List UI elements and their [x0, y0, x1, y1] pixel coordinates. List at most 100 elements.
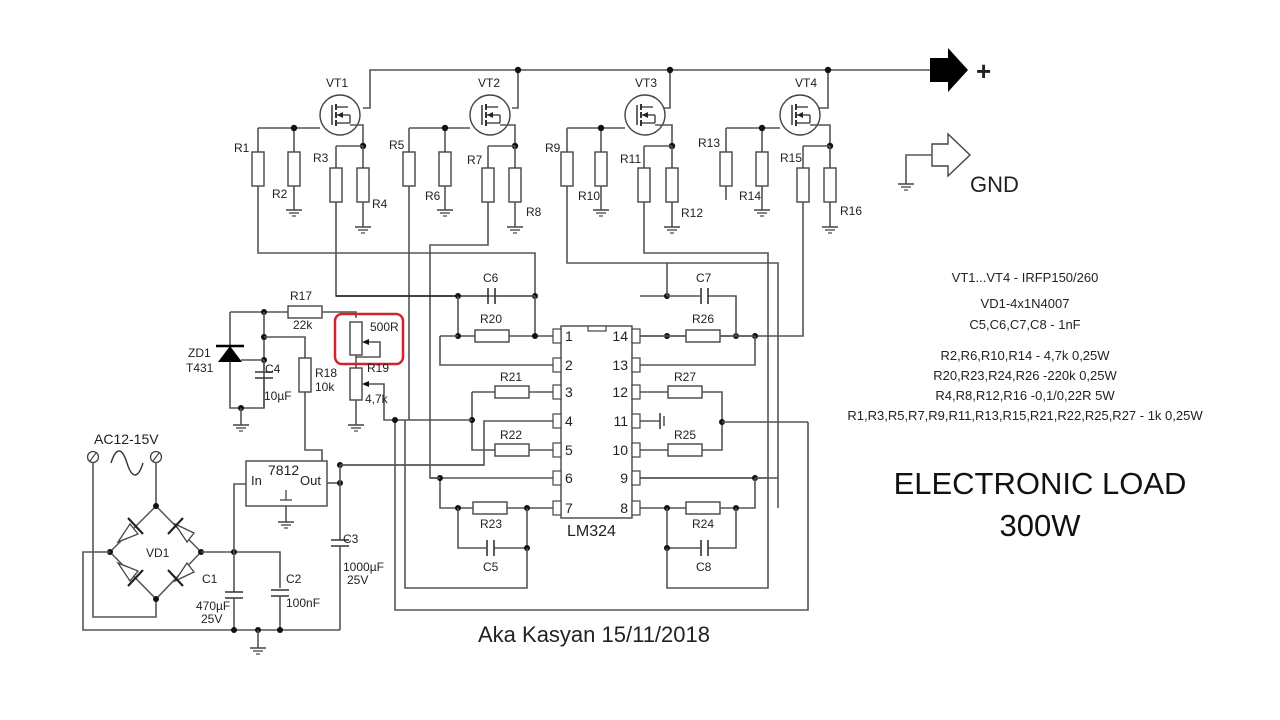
- label-r20: R20: [480, 312, 502, 326]
- label-c2: C2: [286, 572, 302, 586]
- ic-pin-13: [631, 357, 641, 373]
- ic-pin-label: 13: [612, 357, 628, 373]
- ic-pin-1: [552, 328, 562, 344]
- ic-pin-9: [631, 470, 641, 486]
- label-r12: R12: [681, 206, 703, 220]
- ic-pin-label: 9: [620, 470, 628, 486]
- ic-pin-8: [631, 500, 641, 516]
- label-c4: C4: [265, 362, 281, 376]
- ic-pin-6: [552, 470, 562, 486]
- label-c1: C1: [202, 572, 218, 586]
- ic-pin-14: [631, 328, 641, 344]
- ic-pin-label: 5: [565, 442, 573, 458]
- parts-list-item: VD1-4x1N4007: [980, 296, 1070, 311]
- ic-pin-label: 14: [612, 328, 628, 344]
- label-trimmer-500r: 500R: [370, 320, 399, 334]
- ic-pin-12: [631, 384, 641, 400]
- label-r5: R5: [389, 138, 405, 152]
- label-r17: R17: [290, 289, 312, 303]
- parts-list-item: R2,R6,R10,R14 - 4,7k 0,25W: [940, 348, 1110, 363]
- label-r8: R8: [526, 205, 542, 219]
- ic-pin-10: [631, 442, 641, 458]
- label-r15: R15: [780, 151, 802, 165]
- ic-pin-label: 10: [612, 442, 628, 458]
- label-c4-value: 10µF: [264, 389, 292, 403]
- label-zd1-part: T431: [186, 361, 214, 375]
- ic-pin-4: [552, 413, 562, 429]
- author-signature: Aka Kasyan 15/11/2018: [478, 622, 710, 647]
- parts-list-item: R1,R3,R5,R7,R9,R11,R13,R15,R21,R22,R25,R…: [847, 408, 1203, 423]
- ic-pin-11: [631, 413, 641, 429]
- ic-pin-3: [552, 384, 562, 400]
- label-r22: R22: [500, 428, 522, 442]
- label-r14: R14: [739, 189, 761, 203]
- label-vt3: VT3: [635, 76, 657, 90]
- label-r9: R9: [545, 141, 561, 155]
- label-r1: R1: [234, 141, 250, 155]
- mosfet-stage-2: [402, 94, 553, 479]
- label-r6: R6: [425, 189, 441, 203]
- label-7812-out: Out: [300, 473, 321, 488]
- label-r26: R26: [692, 312, 714, 326]
- label-vd1: VD1: [146, 546, 170, 560]
- label-vt2: VT2: [478, 76, 500, 90]
- label-r27: R27: [674, 370, 696, 384]
- label-r24: R24: [692, 517, 714, 531]
- label-r4: R4: [372, 197, 388, 211]
- label-r25: R25: [674, 428, 696, 442]
- label-r18: R18: [315, 366, 337, 380]
- label-r13: R13: [698, 136, 720, 150]
- ic-pin-label: 1: [565, 328, 573, 344]
- ic-pin-label: 7: [565, 500, 573, 516]
- mosfet-stage-4: [640, 94, 839, 337]
- label-r17-value: 22k: [293, 318, 313, 332]
- gnd-terminal-icon: [931, 132, 972, 178]
- ic-pin-label: 6: [565, 470, 573, 486]
- label-ac-input: AC12-15V: [94, 431, 159, 447]
- ic-pin-5: [552, 442, 562, 458]
- diagram-power-rating: 300W: [999, 508, 1081, 543]
- label-r7: R7: [467, 153, 483, 167]
- label-r2: R2: [272, 187, 288, 201]
- ic-pin-label: 3: [565, 384, 573, 400]
- label-zd1: ZD1: [188, 346, 211, 360]
- parts-list-item: R4,R8,R12,R16 -0,1/0,22R 5W: [935, 388, 1115, 403]
- ic-pin-label: 2: [565, 357, 573, 373]
- label-vt4: VT4: [795, 76, 817, 90]
- parts-list-item: C5,C6,C7,C8 - 1nF: [969, 317, 1081, 332]
- gnd-terminal-label: GND: [970, 172, 1019, 197]
- label-c1-value: 470µF: [196, 599, 230, 613]
- label-c1-voltage: 25V: [201, 612, 222, 626]
- ic-pin-label: 8: [620, 500, 628, 516]
- ic-pin-label: 12: [612, 384, 628, 400]
- label-c5: C5: [483, 560, 499, 574]
- label-vt1: VT1: [326, 76, 348, 90]
- label-r23: R23: [480, 517, 502, 531]
- label-c3-voltage: 25V: [347, 573, 368, 587]
- label-r19: R19: [367, 361, 389, 375]
- label-r21: R21: [500, 370, 522, 384]
- label-r16: R16: [840, 204, 862, 218]
- label-c3: C3: [343, 532, 359, 546]
- positive-terminal-label: +: [976, 56, 992, 86]
- label-c2-value: 100nF: [286, 596, 320, 610]
- label-c7: C7: [696, 271, 712, 285]
- ic-pin-7: [552, 500, 562, 516]
- trimmer-highlight: [333, 312, 405, 366]
- positive-terminal-icon: [930, 48, 968, 92]
- label-c3-value: 1000µF: [343, 560, 384, 574]
- label-c8: C8: [696, 560, 712, 574]
- label-r19-value: 4,7k: [365, 392, 389, 406]
- label-7812-in: In: [251, 473, 262, 488]
- label-lm324: LM324: [567, 523, 616, 540]
- label-7812: 7812: [268, 462, 299, 478]
- label-r11: R11: [620, 152, 641, 166]
- ic-pin-2: [552, 357, 562, 373]
- label-r18-value: 10k: [315, 380, 335, 394]
- label-c6: C6: [483, 271, 499, 285]
- parts-list-item: R20,R23,R24,R26 -220k 0,25W: [933, 368, 1117, 383]
- label-r3: R3: [313, 151, 329, 165]
- diagram-title: ELECTRONIC LOAD: [893, 466, 1187, 501]
- ic-pin-label: 11: [613, 413, 628, 429]
